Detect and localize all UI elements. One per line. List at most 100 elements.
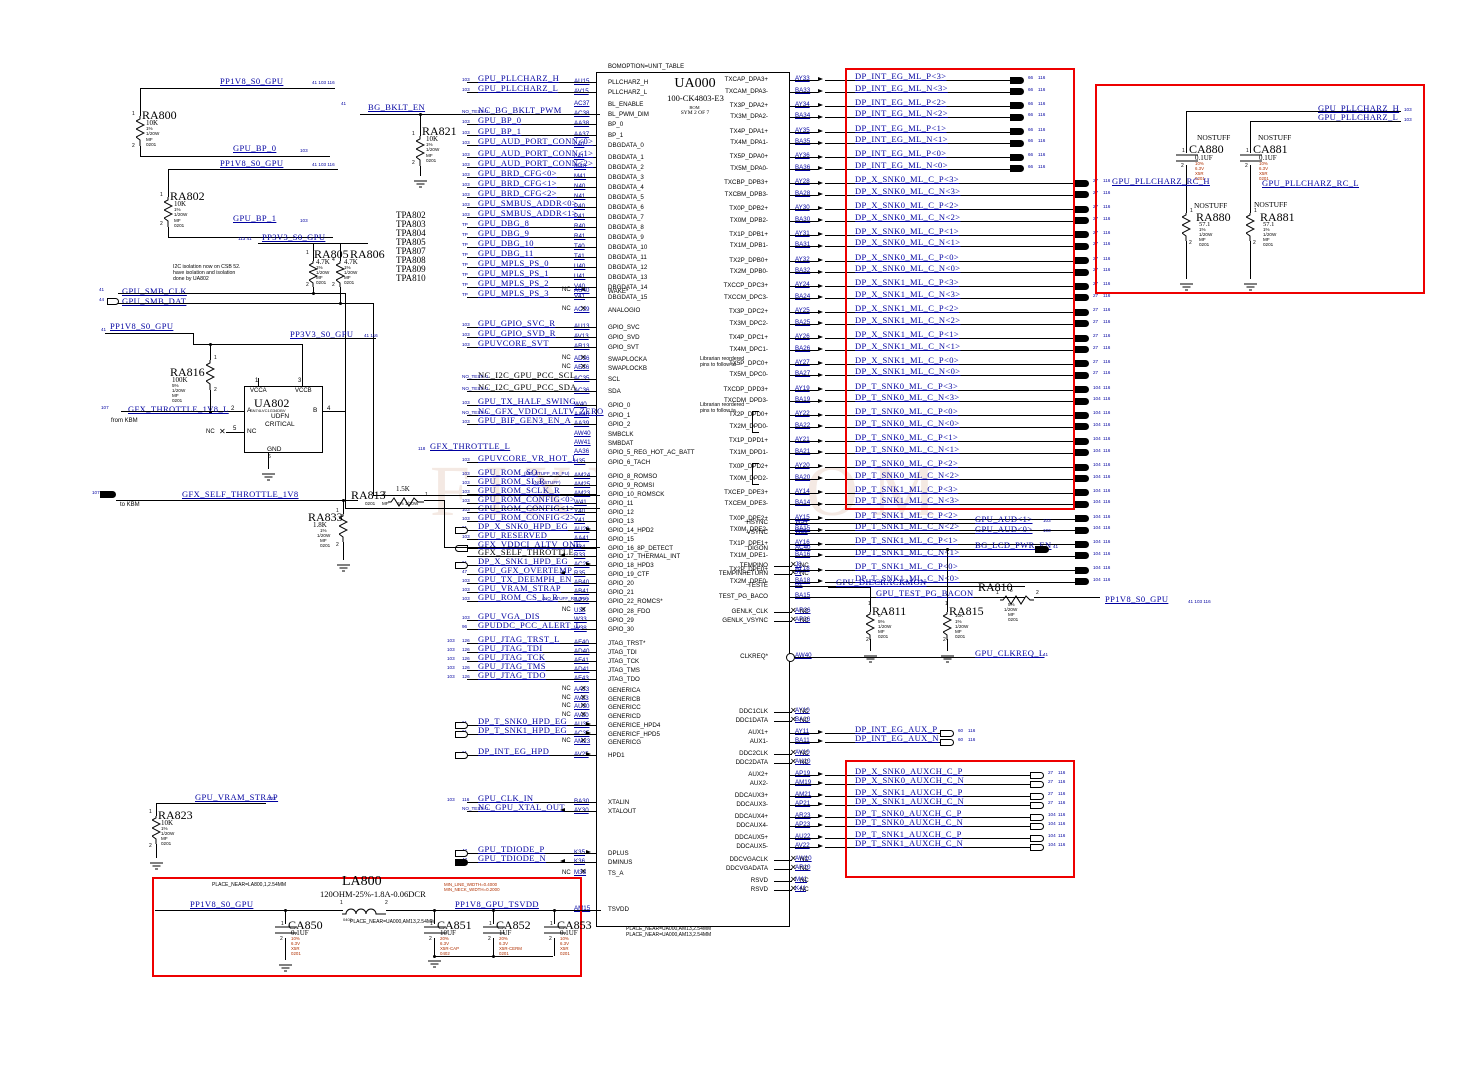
- offpage-gfx-self-throttle-1v8[interactable]: [100, 491, 116, 498]
- net-label: DP_INT_EG_ML_N<1>: [855, 134, 948, 145]
- pin-number: AC35: [574, 375, 589, 382]
- offpage-connector[interactable]: [1075, 346, 1089, 353]
- offpage-connector[interactable]: [1075, 282, 1089, 290]
- translator-sub1: UDFN: [271, 413, 290, 420]
- offpage-connector[interactable]: [1010, 165, 1024, 173]
- offpage-connector[interactable]: [940, 738, 954, 746]
- offpage-connector[interactable]: [1030, 813, 1044, 821]
- offpage-connector[interactable]: [1035, 545, 1049, 553]
- no-connect-marker: ✕: [790, 706, 797, 715]
- offpage-connector[interactable]: [1075, 231, 1089, 239]
- offpage-connector[interactable]: [1075, 320, 1089, 328]
- net-label: GPU_BP_0: [478, 115, 522, 125]
- signal-direction-arrow: [818, 217, 823, 222]
- signal-direction-arrow: [818, 793, 823, 798]
- volt-ca852: 6.3V: [499, 941, 509, 946]
- net-label: GPU_BRD_CFG<1>: [478, 178, 557, 188]
- offpage-connector[interactable]: [1075, 552, 1089, 560]
- offpage-connector[interactable]: [1075, 437, 1089, 445]
- type-ra816: MF: [172, 393, 179, 398]
- offpage-connector[interactable]: [1075, 411, 1089, 419]
- note-line1: Librarian reordered: [700, 402, 745, 408]
- offpage-connector[interactable]: [1075, 360, 1089, 368]
- offpage-connector[interactable]: [1010, 113, 1024, 121]
- pin-name: BL_ENABLE: [608, 101, 644, 108]
- offpage-connector[interactable]: [1075, 242, 1089, 250]
- offpage-connector[interactable]: [1010, 88, 1024, 95]
- tol-ca850: 10%: [291, 936, 300, 941]
- offpage-connector[interactable]: [1030, 780, 1044, 788]
- offpage-connector[interactable]: [455, 721, 468, 729]
- pin-number: AM21: [795, 791, 812, 798]
- offpage-connector[interactable]: [1030, 771, 1044, 779]
- offpage-gpu-smb-dat[interactable]: [107, 298, 119, 305]
- volt-ca853: 6.3V: [560, 941, 570, 946]
- offpage-connector[interactable]: [1075, 334, 1089, 342]
- offpage-connector[interactable]: [1030, 822, 1044, 830]
- net-label: DP_INT_EG_ML_P<3>: [855, 71, 947, 81]
- tol-ra821: 1%: [426, 142, 433, 147]
- offpage-connector[interactable]: [940, 729, 954, 737]
- offpage-connector[interactable]: [1075, 268, 1089, 276]
- offpage-connector[interactable]: [1075, 463, 1089, 471]
- offpage-connector[interactable]: [1075, 386, 1089, 394]
- offpage-connector[interactable]: [1075, 205, 1089, 213]
- net-label: DP_X_SNK0_ML_C_P<0>: [855, 251, 960, 262]
- offpage-connector[interactable]: [1075, 191, 1089, 199]
- signal-direction-arrow: [586, 527, 591, 532]
- net-label: GPU_BIF_GEN3_EN_A: [478, 415, 572, 425]
- offpage-connector[interactable]: [1075, 423, 1089, 431]
- offpage-connector[interactable]: [1075, 526, 1089, 534]
- pin-number: B2: [795, 581, 803, 588]
- signal-direction-arrow: [818, 450, 823, 455]
- offpage-connector[interactable]: [1075, 179, 1089, 187]
- offpage-connector[interactable]: [455, 858, 468, 866]
- cap-ca853-symbol: [544, 924, 566, 943]
- offpage-connector[interactable]: [1010, 139, 1024, 147]
- offpage-connector[interactable]: [1030, 792, 1044, 800]
- pin-name: TESTE: [748, 582, 768, 589]
- offpage-connector[interactable]: [1075, 578, 1089, 586]
- offpage-connector[interactable]: [1030, 834, 1044, 842]
- pin-name: GPIO_21: [608, 589, 634, 596]
- offpage-connector[interactable]: [455, 751, 468, 759]
- offpage-connector[interactable]: [455, 849, 468, 857]
- offpage-connector[interactable]: [455, 544, 468, 552]
- sheet-ref-2: 116: [1103, 447, 1111, 453]
- pin-name: GPIO_6_TACH: [608, 459, 651, 466]
- offpage-connector[interactable]: [1075, 540, 1089, 548]
- sheet-ref: 103: [462, 212, 470, 217]
- offpage-connector[interactable]: [1075, 397, 1089, 405]
- refdes-ca851: CA851: [437, 918, 472, 932]
- ground-symbol-ra821: [413, 176, 428, 194]
- offpage-connector[interactable]: [1030, 843, 1044, 851]
- no-connect-marker: ✕: [790, 715, 797, 724]
- offpage-connector[interactable]: [1075, 294, 1089, 302]
- offpage-connector[interactable]: [455, 730, 468, 738]
- offpage-connector[interactable]: [1075, 308, 1089, 316]
- offpage-connector[interactable]: [1010, 153, 1024, 161]
- offpage-connector[interactable]: [1010, 76, 1024, 84]
- sheet-ref: 104: [1093, 447, 1101, 453]
- sheet-ref: 103: [462, 332, 470, 337]
- net-label: DP_INT_EG_AUX_N: [855, 733, 939, 743]
- offpage-connector[interactable]: [1075, 566, 1089, 574]
- offpage-connector[interactable]: [1010, 102, 1024, 110]
- offpage-connector[interactable]: [1030, 801, 1044, 809]
- offpage-connector[interactable]: [1075, 217, 1089, 224]
- offpage-connector[interactable]: [1075, 489, 1089, 497]
- refdes-ca881: CA881: [1253, 142, 1288, 156]
- offpage-connector[interactable]: [1075, 475, 1089, 482]
- pin-number: W38: [574, 625, 587, 632]
- pkg-ra800: 0201: [146, 142, 157, 147]
- offpage-connector[interactable]: [455, 561, 468, 569]
- offpage-connector[interactable]: [1075, 515, 1089, 523]
- offpage-connector[interactable]: [1075, 257, 1089, 265]
- no-connect-marker: ✕: [580, 736, 587, 745]
- offpage-connector[interactable]: [1075, 500, 1089, 508]
- offpage-connector[interactable]: [455, 526, 468, 534]
- offpage-connector[interactable]: [1010, 128, 1024, 136]
- offpage-connector[interactable]: [1075, 371, 1089, 379]
- sheet-ref-2: 116: [1103, 281, 1111, 287]
- offpage-connector[interactable]: [1075, 449, 1089, 457]
